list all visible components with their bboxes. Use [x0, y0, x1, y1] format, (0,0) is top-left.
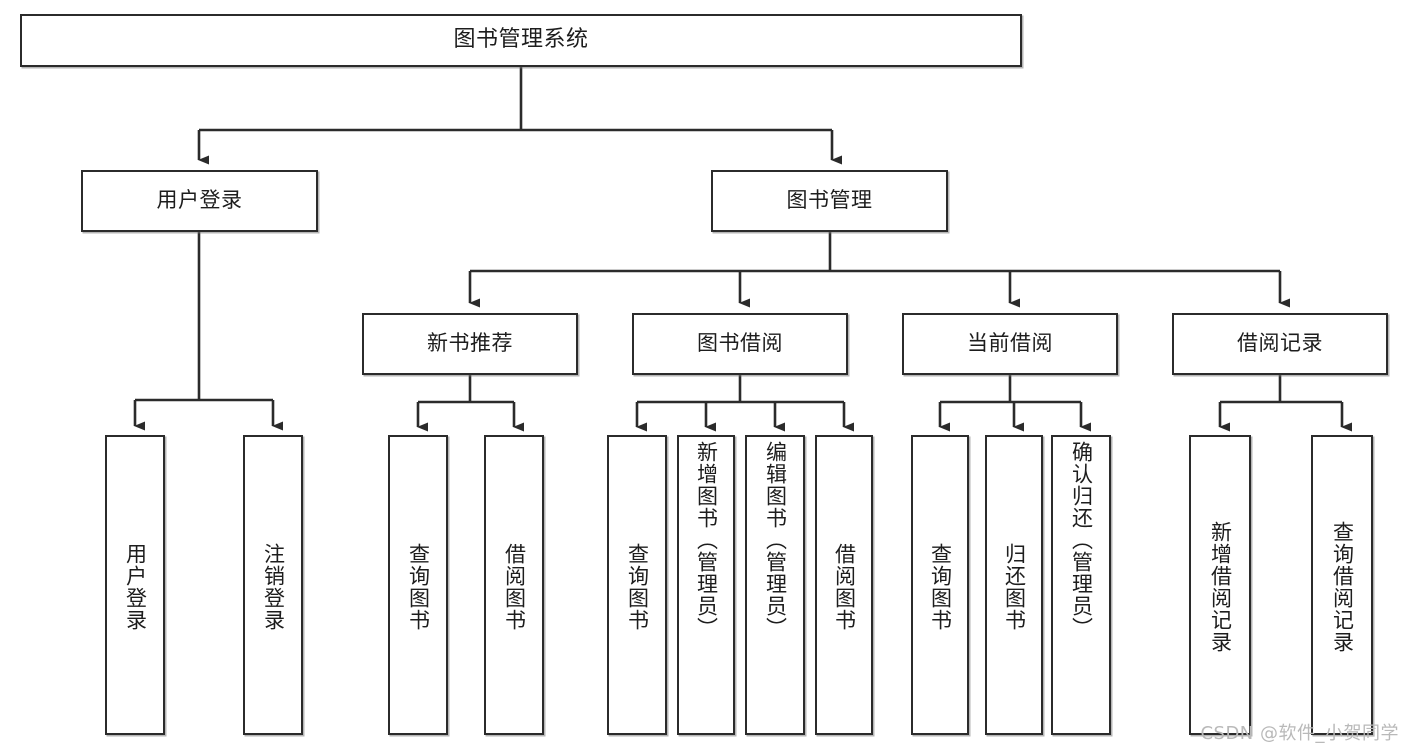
node-label: 图书借阅	[697, 331, 783, 356]
leaf-label: 查询图书	[928, 543, 953, 631]
node-book-management-system[interactable]: 图书管理系统	[20, 14, 1022, 67]
leaf-label: 新增图书（管理员）	[694, 441, 719, 639]
leaf-add-book-admin[interactable]: 新增图书（管理员）	[677, 435, 735, 735]
leaf-label: 归还图书	[1002, 543, 1027, 631]
leaf-label: 查询借阅记录	[1330, 521, 1355, 653]
leaf-user-login[interactable]: 用户登录	[105, 435, 165, 735]
leaf-label: 确认归还（管理员）	[1069, 441, 1094, 639]
node-label: 用户登录	[156, 188, 243, 213]
leaf-label: 用户登录	[123, 543, 148, 631]
node-label: 图书管理系统	[453, 27, 589, 53]
leaf-query-book-newbook[interactable]: 查询图书	[388, 435, 448, 735]
node-book-borrow[interactable]: 图书借阅	[632, 313, 848, 375]
node-book-management[interactable]: 图书管理	[711, 170, 948, 232]
leaf-borrow-book-newbook[interactable]: 借阅图书	[484, 435, 544, 735]
leaf-return-book[interactable]: 归还图书	[985, 435, 1043, 735]
leaf-label: 借阅图书	[832, 543, 857, 631]
leaf-borrow-book[interactable]: 借阅图书	[815, 435, 873, 735]
node-label: 新书推荐	[427, 331, 513, 356]
leaf-label: 编辑图书（管理员）	[763, 441, 788, 639]
leaf-edit-book-admin[interactable]: 编辑图书（管理员）	[745, 435, 805, 735]
node-label: 图书管理	[786, 188, 873, 213]
node-new-book-recommend[interactable]: 新书推荐	[362, 313, 578, 375]
node-user-login[interactable]: 用户登录	[81, 170, 318, 232]
leaf-label: 借阅图书	[502, 543, 527, 631]
leaf-label: 查询图书	[625, 543, 650, 631]
leaf-query-book-current[interactable]: 查询图书	[911, 435, 969, 735]
leaf-logout[interactable]: 注销登录	[243, 435, 303, 735]
node-label: 当前借阅	[967, 331, 1053, 356]
node-borrow-record[interactable]: 借阅记录	[1172, 313, 1388, 375]
node-current-borrow[interactable]: 当前借阅	[902, 313, 1118, 375]
leaf-add-borrow-record[interactable]: 新增借阅记录	[1189, 435, 1251, 735]
leaf-confirm-return-admin[interactable]: 确认归还（管理员）	[1051, 435, 1111, 735]
leaf-label: 注销登录	[261, 543, 286, 631]
leaf-query-borrow-record[interactable]: 查询借阅记录	[1311, 435, 1373, 735]
leaf-label: 新增借阅记录	[1208, 521, 1233, 653]
node-label: 借阅记录	[1237, 331, 1323, 356]
leaf-query-book-borrow[interactable]: 查询图书	[607, 435, 667, 735]
leaf-label: 查询图书	[406, 543, 431, 631]
